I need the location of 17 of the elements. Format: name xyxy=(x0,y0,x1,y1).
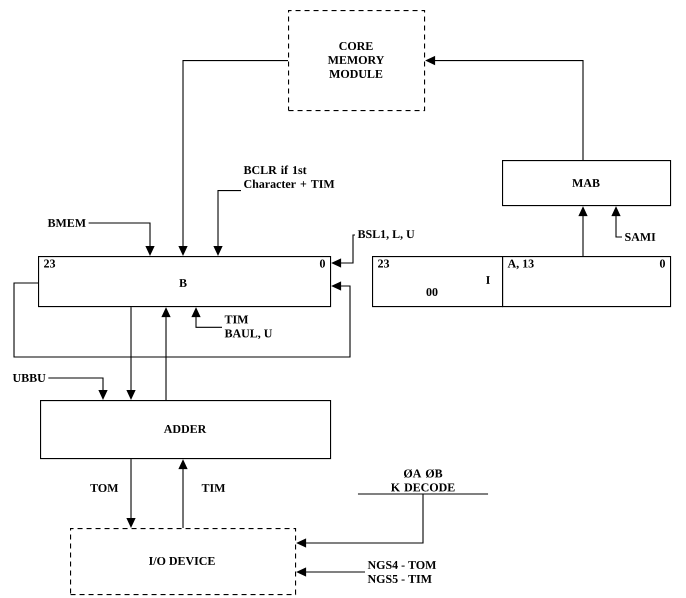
device-box: I/O DEVICE xyxy=(70,528,296,596)
signal-label: BCLR if 1st Character + TIM xyxy=(244,166,334,188)
edge-label: TOM xyxy=(89,482,120,493)
signal-label: SAMI xyxy=(625,232,656,241)
register-box: A, 13 0 xyxy=(502,256,672,308)
register-box: 23 00 I xyxy=(372,256,504,308)
signal-label: NGS4 - TOM NGS5 - TIM xyxy=(368,561,436,583)
register-box: MAB xyxy=(502,160,672,206)
signal-label: BMEM xyxy=(48,219,86,227)
signal-label: UBBU xyxy=(12,374,46,382)
underlined-label: ØA ØB K DECODE xyxy=(358,469,488,495)
register-box: 23 B 0 xyxy=(38,256,332,308)
signal-label: TIM BAUL, U xyxy=(224,316,272,340)
signal-label: BSL1, L, U xyxy=(358,230,414,240)
adder-box: ADDER xyxy=(40,400,332,460)
edge-label: TIM xyxy=(200,483,226,493)
memory-box: CORE MEMORY MODULE xyxy=(288,10,426,112)
